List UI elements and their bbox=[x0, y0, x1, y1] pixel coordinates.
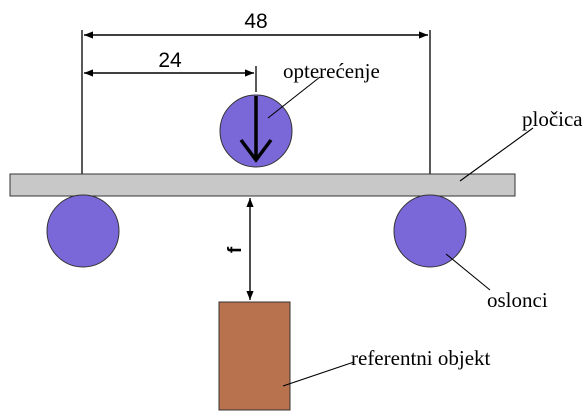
leader-load bbox=[267, 76, 321, 119]
deflection-label: f bbox=[225, 246, 246, 253]
support-roller-right bbox=[393, 194, 467, 268]
label-reference-object: referentni objekt bbox=[351, 346, 491, 370]
load-arrow-head bbox=[239, 138, 273, 163]
leader-supports bbox=[445, 253, 491, 291]
label-supports: oslonci bbox=[487, 288, 548, 312]
leader-reference bbox=[282, 361, 355, 387]
plate bbox=[9, 173, 516, 197]
leader-plate bbox=[459, 127, 534, 182]
label-plate: pločica bbox=[522, 107, 582, 131]
reference-block bbox=[218, 301, 291, 411]
dimension-label-48: 48 bbox=[244, 10, 267, 33]
label-load: opterećenje bbox=[283, 59, 380, 83]
dimension-label-24: 24 bbox=[158, 49, 182, 72]
support-roller-left bbox=[46, 194, 120, 268]
